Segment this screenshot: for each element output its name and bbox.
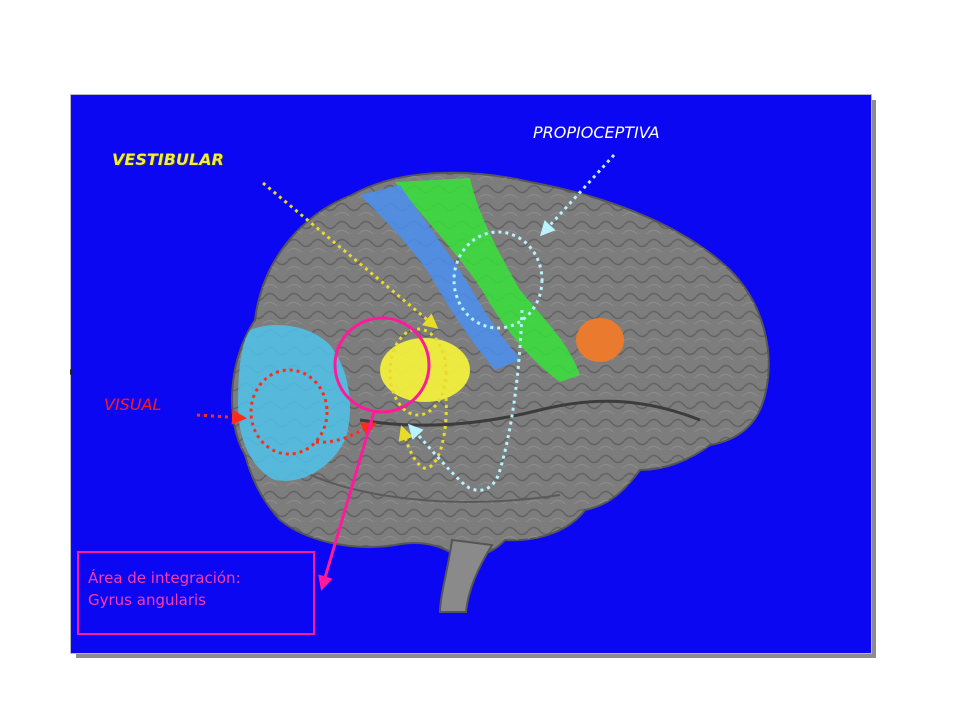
orange-region [576,318,624,362]
visual-dotted-circle [249,368,329,456]
visual-arrow [196,409,247,425]
slide-dot-marker [70,369,74,375]
proprioceptive-dotted-circle [452,230,544,330]
vestibular-dotted-circle [388,327,448,417]
vestibular-loop-arrow [398,397,448,470]
motor-cortex-region [395,178,580,382]
integration-title: Área de integración: [88,569,241,587]
propioceptiva-label: PROPIOCEPTIVA [533,123,660,142]
integration-arrow [318,411,376,591]
integration-circle [333,316,431,414]
visual-label: VISUAL [104,395,162,414]
proprioceptive-loop-arrow [407,309,524,492]
vestibular-region [380,338,470,402]
visual-cortex-region [238,325,350,481]
somatosensory-region [360,185,520,370]
integration-area-box: Área de integración: Gyrus angularis [77,551,315,635]
brain-stem [438,538,494,613]
vestibular-label: VESTIBULAR [112,150,224,169]
vestibular-arrow [262,181,439,329]
integration-subtitle: Gyrus angularis [88,591,206,609]
